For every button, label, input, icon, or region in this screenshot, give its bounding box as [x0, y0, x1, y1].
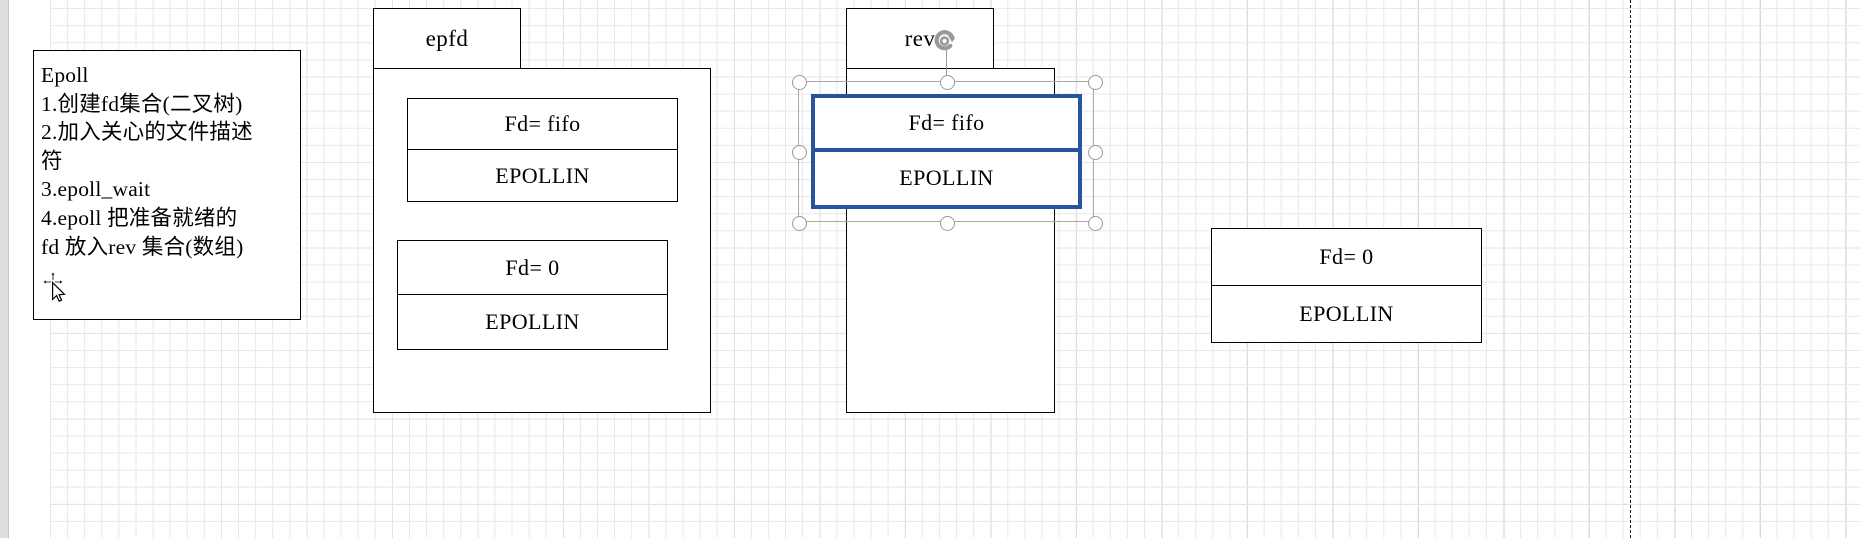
standalone-record-zero-fd: Fd= 0 — [1212, 229, 1481, 286]
epfd-record-fifo[interactable]: Fd= fifo EPOLLIN — [407, 98, 678, 202]
epfd-record-zero-event: EPOLLIN — [485, 309, 580, 334]
page-break-line — [1630, 0, 1631, 538]
canvas-gutter-edge — [8, 0, 9, 538]
note-line-6: 4.epoll 把准备就绪的 — [41, 205, 238, 230]
epfd-record-zero[interactable]: Fd= 0 EPOLLIN — [397, 240, 668, 350]
rev-record-fifo-fd: Fd= fifo — [815, 98, 1078, 152]
epfd-record-fifo-fd: Fd= fifo — [408, 99, 677, 150]
rotate-handle-stem — [946, 46, 947, 81]
handle-se[interactable] — [1087, 215, 1103, 231]
rotate-icon[interactable] — [929, 24, 963, 58]
pool-title-epfd: epfd — [425, 26, 469, 51]
note-line-3: 2.加入关心的文件描述 — [41, 120, 253, 145]
note-line-1: Epoll — [41, 63, 89, 87]
epoll-note[interactable]: Epoll 1.创建fd集合(二叉树) 2.加入关心的文件描述 符 3.epol… — [33, 50, 301, 320]
note-line-7: fd 放入rev 集合(数组) — [41, 234, 244, 259]
note-line-2: 1.创建fd集合(二叉树) — [41, 91, 243, 116]
rev-record-fifo-event: EPOLLIN — [899, 165, 994, 191]
handle-e[interactable] — [1087, 144, 1103, 160]
handle-ne[interactable] — [1087, 74, 1103, 90]
epfd-record-fifo-event: EPOLLIN — [495, 162, 590, 188]
handle-s[interactable] — [939, 215, 955, 231]
handle-n[interactable] — [939, 74, 955, 90]
rev-record-fifo[interactable]: Fd= fifo EPOLLIN — [811, 94, 1082, 209]
note-line-5: 3.epoll_wait — [41, 177, 151, 202]
handle-w[interactable] — [791, 144, 807, 160]
pool-header-rev[interactable]: rev — [846, 8, 994, 70]
epfd-record-zero-fd: Fd= 0 — [398, 241, 667, 295]
handle-nw[interactable] — [791, 74, 807, 90]
pool-title-rev: rev — [904, 26, 936, 51]
canvas-left-gutter — [0, 0, 8, 538]
handle-sw[interactable] — [791, 215, 807, 231]
pool-header-epfd[interactable]: epfd — [373, 8, 521, 70]
note-line-4: 符 — [41, 148, 63, 173]
standalone-record-zero-event: EPOLLIN — [1299, 300, 1394, 326]
standalone-record-zero[interactable]: Fd= 0 EPOLLIN — [1211, 228, 1482, 343]
